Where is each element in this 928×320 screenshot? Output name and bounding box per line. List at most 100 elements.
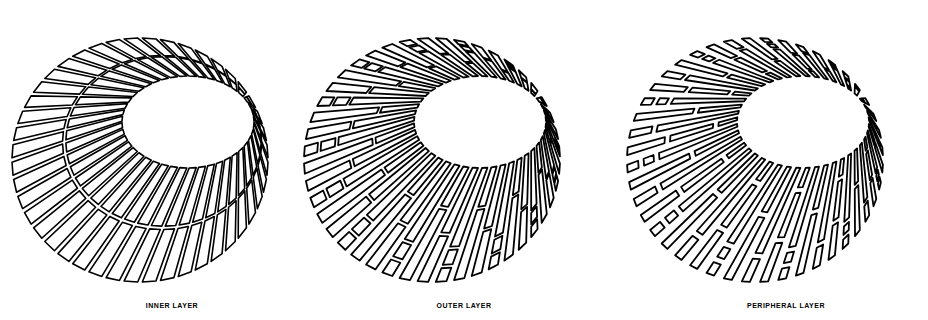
layer-caption: OUTER LAYER [435, 302, 492, 309]
tile [665, 210, 678, 223]
tile [326, 181, 343, 198]
tile [25, 96, 78, 107]
tile [641, 98, 655, 105]
tile [650, 222, 664, 236]
tile [717, 247, 730, 259]
tile [724, 40, 744, 49]
tile [671, 98, 746, 104]
tile [436, 268, 451, 282]
tile [844, 153, 851, 221]
tile [760, 38, 772, 42]
tile [832, 67, 844, 86]
tile [238, 191, 246, 238]
tile-cone [627, 38, 883, 282]
tile [675, 236, 698, 260]
tile-cone [12, 38, 268, 282]
tile [656, 98, 669, 104]
tile [767, 44, 778, 48]
tile [855, 185, 860, 236]
tile [627, 161, 639, 173]
tile [742, 38, 778, 59]
tile [70, 104, 127, 116]
tile [629, 126, 652, 137]
tile [247, 180, 256, 224]
tile [349, 98, 423, 105]
layer-caption: PERIPHERAL LAYER [746, 302, 826, 309]
tile [702, 56, 715, 62]
tile [519, 207, 527, 250]
tile [634, 109, 695, 121]
tile [847, 86, 851, 91]
tile [698, 105, 742, 113]
tile [238, 87, 244, 96]
tile [707, 262, 721, 276]
tile [828, 222, 838, 260]
tile [813, 51, 829, 70]
tile [843, 235, 849, 249]
cone-opening [124, 78, 252, 166]
tile [472, 44, 492, 60]
tile [238, 148, 244, 196]
tile [489, 252, 500, 269]
tile [443, 249, 458, 264]
tile [321, 138, 336, 151]
tile [864, 201, 869, 222]
tile [531, 148, 536, 210]
tile [855, 86, 860, 95]
tile [778, 267, 789, 280]
tile [690, 230, 723, 269]
tile [689, 88, 731, 95]
tile [261, 132, 268, 158]
tile [531, 89, 535, 96]
tile [310, 190, 326, 207]
tile [860, 98, 865, 102]
tile [818, 162, 837, 243]
tile [521, 153, 528, 209]
tile [338, 232, 356, 250]
tile [796, 44, 808, 53]
tile [306, 122, 351, 139]
tile [333, 97, 351, 105]
tile [718, 117, 737, 126]
tile [732, 92, 751, 96]
tile [813, 244, 823, 268]
tile [253, 116, 261, 140]
tile [244, 142, 251, 186]
tile [317, 97, 334, 106]
tile [634, 187, 658, 207]
tile [18, 108, 71, 124]
cone-opening [416, 78, 544, 166]
tile [409, 45, 426, 52]
tile [866, 150, 872, 180]
tile [393, 242, 411, 259]
tile [778, 40, 797, 54]
tile [304, 143, 318, 157]
tile [492, 236, 503, 254]
tile [380, 104, 419, 113]
tile [226, 201, 237, 251]
tile [650, 84, 688, 92]
tile [546, 117, 556, 145]
tile [870, 178, 876, 206]
tile [627, 137, 665, 155]
tile [860, 143, 867, 203]
tile [310, 107, 379, 122]
tile [742, 259, 760, 282]
tile [869, 117, 880, 146]
layer-caption: INNER LAYER [145, 302, 199, 309]
tile [521, 78, 528, 91]
tile [843, 222, 849, 235]
tile [352, 218, 371, 236]
tile-cone [304, 38, 560, 282]
tile [839, 158, 844, 177]
tile [864, 137, 867, 151]
cone-opening [739, 78, 867, 166]
tile [784, 252, 794, 264]
tile [400, 40, 417, 46]
tile [855, 148, 859, 184]
tile [662, 71, 686, 79]
tile [382, 259, 400, 275]
tile [833, 179, 842, 220]
